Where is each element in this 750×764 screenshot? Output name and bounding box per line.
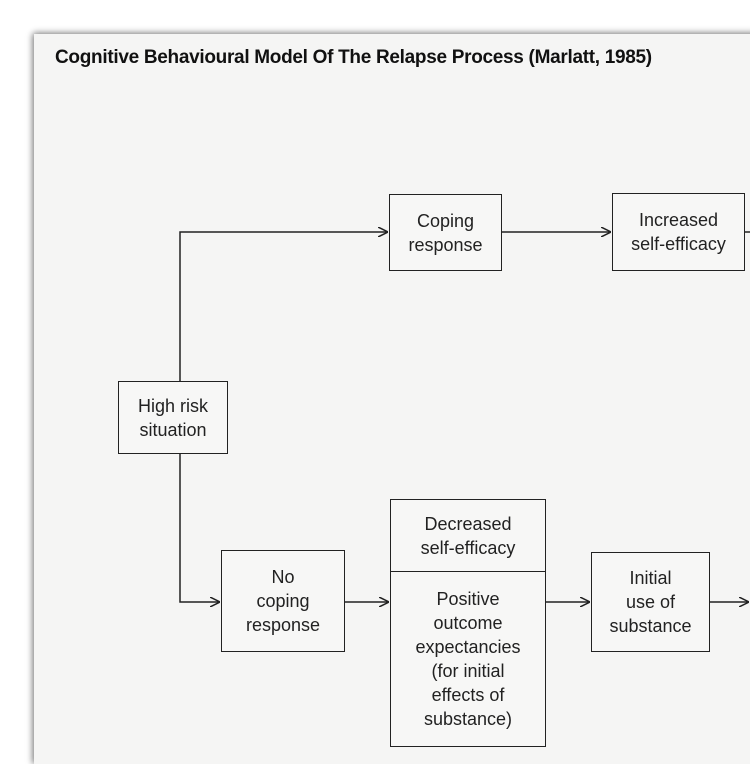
node-positive-outcome-expectancies: Positive outcome expectancies (for initi… [390, 571, 546, 747]
node-high-risk-situation: High risk situation [118, 381, 228, 454]
node-initial-use-of-substance: Initial use of substance [591, 552, 710, 652]
diagram-title: Cognitive Behavioural Model Of The Relap… [55, 47, 652, 68]
edge-highrisk-to-no-coping [179, 454, 219, 602]
node-increased-self-efficacy: Increased self-efficacy [612, 193, 745, 271]
node-coping-response: Coping response [389, 194, 502, 271]
node-decreased-self-efficacy: Decreased self-efficacy [390, 499, 546, 572]
edge-highrisk-to-coping [179, 232, 387, 381]
node-no-coping-response: No coping response [221, 550, 345, 652]
